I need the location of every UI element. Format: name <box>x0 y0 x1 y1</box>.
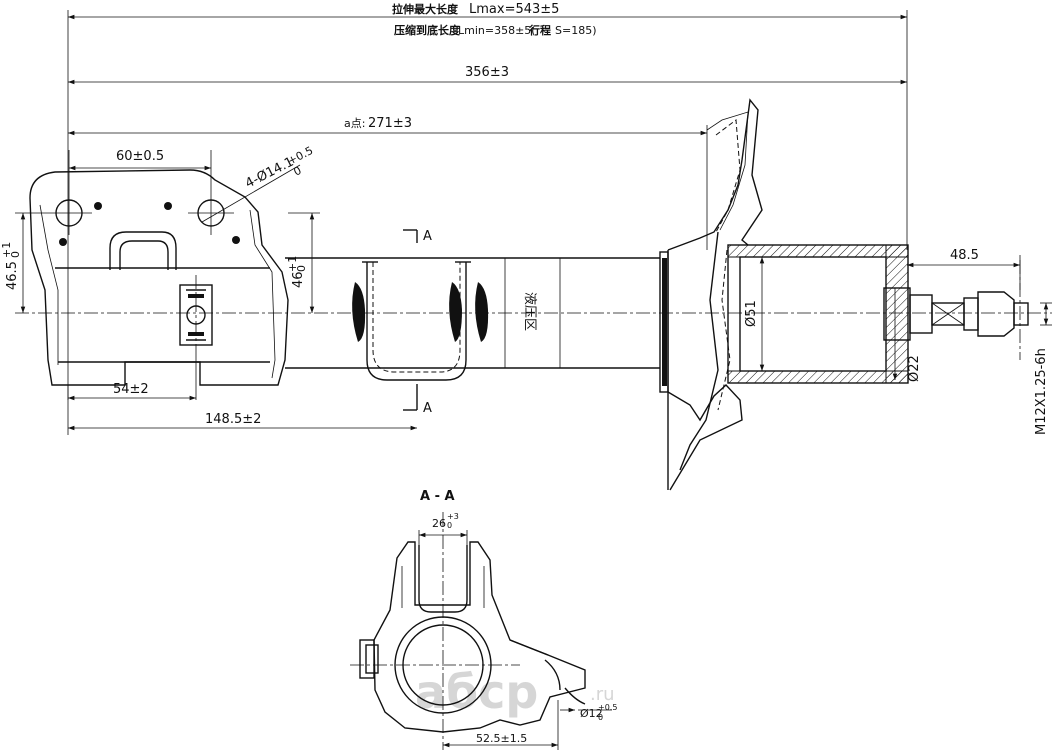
section-mark-top: A <box>423 229 432 244</box>
svg-text:.ru: .ru <box>590 684 615 705</box>
lmax-label: Lmax=543±5 <box>469 2 559 17</box>
spring-seat <box>659 98 763 491</box>
dim-60: 60±0.5 <box>116 149 164 164</box>
dim-48-5: 48.5 <box>950 248 979 263</box>
dim-46-tol-bot: 0 <box>295 265 308 272</box>
dim-51: Ø51 <box>744 300 759 327</box>
dim-46-5-tol-bot: 0 <box>9 251 22 258</box>
lmax-cn-label: 拉伸最大长度 <box>392 2 459 16</box>
overall-dimensions: 拉伸最大长度 Lmax=543±5 压缩到底长度 Lmin=358±5( 行程 … <box>67 2 908 435</box>
hole-dim-tol-top: +0.5 <box>285 144 315 168</box>
stroke-label: S=185) <box>555 24 597 37</box>
dim-271-prefix: a点: <box>344 117 365 130</box>
section-title: A - A <box>420 489 455 504</box>
dim-52-5: 52.5±1.5 <box>476 732 527 745</box>
lmin-cn-label: 压缩到底长度 <box>394 23 461 37</box>
section-mark-bottom: A <box>423 401 432 416</box>
svg-text:aбcp: aбcp <box>415 665 538 719</box>
dim-22: Ø22 <box>907 355 922 382</box>
thread-spec: M12X1.25-6h <box>1034 348 1049 435</box>
lmin-label: Lmin=358±5( <box>458 24 536 37</box>
dim-356: 356±3 <box>465 65 509 80</box>
mount-dimensions: 48.5 Ø22 M12X1.25-6h <box>892 248 1049 435</box>
damper-tube: 液压区 46 +1 0 A A <box>285 212 660 416</box>
dim-26-tol-bot: 0 <box>447 521 452 530</box>
section-a-a: A - A 26 +3 0 Ø12 +0.5 0 52.5±1.5 <box>350 489 617 750</box>
stroke-cn-label: 行程 <box>528 23 551 37</box>
fluid-zone-label: 液压区 <box>522 292 537 331</box>
dim-12-tol-top: +0.5 <box>598 703 617 712</box>
dim-46-tol-top: +1 <box>286 256 299 272</box>
dim-12: Ø12 <box>580 707 603 720</box>
dim-46-5: 46.5 <box>5 261 20 290</box>
hole-dim-tol-bot: 0 <box>291 164 303 179</box>
dim-26: 26 <box>432 517 446 530</box>
dim-12-tol-bot: 0 <box>598 713 603 722</box>
dim-271: 271±3 <box>368 116 412 131</box>
dim-54: 54±2 <box>113 382 149 397</box>
mounting-bracket <box>29 150 289 386</box>
upper-mount: Ø51 <box>727 244 1052 384</box>
dim-46-5-tol-top: +1 <box>0 242 13 258</box>
dim-46: 46 <box>291 271 306 288</box>
watermark: aбcp .ru <box>415 665 615 719</box>
dim-148-5: 148.5±2 <box>205 412 261 427</box>
dim-26-tol-top: +3 <box>447 512 459 521</box>
